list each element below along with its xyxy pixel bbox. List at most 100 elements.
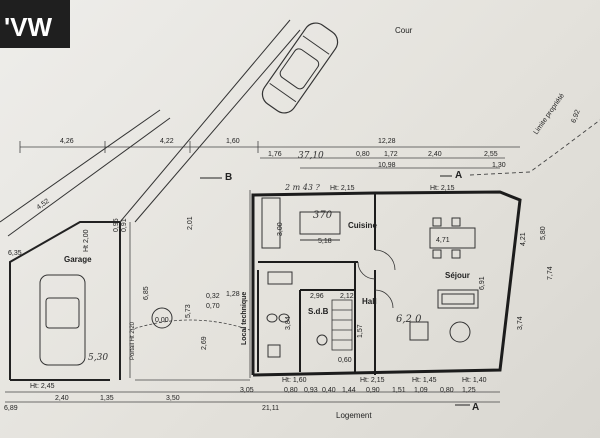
dim-right-5: 3,74	[517, 316, 524, 330]
dim-right-2: 5,80	[540, 226, 547, 240]
dining-table	[429, 217, 476, 259]
dim-bottom-left: 6,89	[4, 405, 18, 412]
dim-left-2: 6,35	[8, 250, 22, 257]
dim-left-1: 4,52	[36, 198, 51, 212]
label-sdb: S.d.B	[308, 307, 329, 316]
dim-interior-11: 0,60	[338, 357, 352, 364]
dim-top-9: 2,55	[484, 151, 498, 158]
dim-right-6: 6,91	[479, 276, 486, 290]
dim-ht-2: Ht: 2,15	[430, 185, 455, 192]
handwritten-note-1: 37,10	[298, 151, 324, 161]
label-garage: Garage	[64, 255, 92, 264]
house-outer-walls	[251, 190, 522, 377]
logo: 'VW	[4, 12, 53, 42]
top-dimension-lines	[19, 141, 520, 169]
gate-area	[129, 190, 251, 381]
dim-left-10: 0,95	[113, 218, 120, 232]
ht-bottom-1: Ht: 1,60	[282, 377, 307, 384]
dim-bottom-total: 21,11	[262, 405, 279, 412]
ht-bottom-4: Ht: 1,40	[462, 377, 487, 384]
dim-interior-10: 1,57	[357, 324, 364, 338]
dim-top-6: 0,80	[356, 151, 370, 158]
dim-bottom-8: 0,40	[322, 387, 336, 394]
dim-right-1: 6,92	[570, 109, 581, 124]
dim-interior-6: 2,96	[310, 293, 324, 300]
label-limite-propriete: Limite propriété	[533, 92, 566, 136]
dim-interior-3: 3,00	[277, 222, 284, 236]
dim-ht-1: Ht: 2,15	[330, 185, 355, 192]
dim-top-10: 10,98	[378, 162, 396, 169]
label-logement: Logement	[336, 411, 372, 420]
dim-bottom-13: 0,80	[440, 387, 454, 394]
dim-left-9: 2,69	[201, 336, 208, 350]
coffee-table	[449, 321, 471, 343]
label-portail: Portail Ht 2,20	[130, 321, 136, 360]
dim-left-11: 0,91	[121, 218, 128, 232]
label-hall: Hall	[362, 297, 377, 306]
dim-left-4: 2,01	[187, 216, 194, 230]
dim-bottom-2: 2,40	[55, 395, 69, 402]
bathroom-fixtures	[266, 313, 328, 358]
label-cuisine: Cuisine	[348, 221, 377, 230]
handwritten-note-3: 2 m 43 ?	[284, 183, 320, 192]
section-marker-a-bottom: A	[472, 402, 479, 413]
house-interior-walls	[257, 193, 376, 375]
garage-car-icon	[39, 274, 86, 366]
dim-bottom-5: 3,05	[240, 387, 254, 394]
label-ht-garage: Ht 2,00	[83, 229, 90, 252]
dim-right-4: 7,74	[547, 266, 554, 280]
dim-top-5: 1,76	[268, 151, 282, 158]
car-icon	[261, 22, 339, 114]
bathtub-icon	[267, 271, 293, 285]
dim-interior-8: 2,12	[340, 293, 354, 300]
handwritten-note-2: 5,30	[88, 353, 108, 363]
ht-bottom-3: Ht: 1,45	[412, 377, 437, 384]
diagonal-wall-lines	[0, 19, 301, 237]
dim-bottom-1: Ht: 2,45	[30, 383, 55, 390]
dim-interior-9: 3,84	[285, 316, 292, 330]
handwritten-cuisine-area: 370	[313, 210, 333, 221]
section-marker-a-top: A	[455, 170, 462, 181]
sofa	[437, 289, 479, 309]
dim-bottom-6: 0,80	[284, 387, 298, 394]
dim-bottom-4: 3,50	[166, 395, 180, 402]
label-cour: Cour	[395, 26, 413, 35]
dim-bottom-10: 0,90	[366, 387, 380, 394]
dim-right-3: 4,21	[520, 232, 527, 246]
bottom-dimension-lines	[5, 391, 500, 403]
dim-top-8: 2,40	[428, 151, 442, 158]
dim-top-2: 4,22	[160, 138, 174, 145]
property-limit-line	[469, 119, 600, 176]
dim-top-11: 1,30	[492, 162, 506, 169]
dim-bottom-14: 1,25	[462, 387, 476, 394]
dim-left-7: 5,73	[185, 304, 192, 318]
dim-left-5: 0,32	[206, 293, 220, 300]
staircase	[331, 299, 353, 351]
level-marker	[151, 307, 173, 329]
dim-top-3: 1,60	[226, 138, 240, 145]
circle-label-000: 0,00	[155, 317, 169, 324]
armchair	[409, 321, 429, 341]
section-marker-b: B	[225, 172, 232, 183]
logo-background	[0, 0, 70, 48]
label-local-technique: Local technique	[241, 292, 248, 345]
dim-bottom-7: 0,93	[304, 387, 318, 394]
door-arcs	[357, 249, 396, 309]
label-sejour: Séjour	[445, 271, 470, 280]
dim-top-7: 1,72	[384, 151, 398, 158]
dim-sejour-table: 4,71	[436, 237, 450, 244]
kitchen-counter	[261, 197, 341, 249]
dim-top-1: 4,26	[60, 138, 74, 145]
dim-left-3: 6,85	[143, 286, 150, 300]
dim-left-8: 1,28	[226, 291, 240, 298]
dim-bottom-9: 1,44	[342, 387, 356, 394]
dim-cuisine: 5,18	[318, 238, 332, 245]
garage-outline	[9, 221, 121, 381]
dim-bottom-12: 1,09	[414, 387, 428, 394]
dim-left-6: 0,70	[206, 303, 220, 310]
ht-bottom-2: Ht: 2,15	[360, 377, 385, 384]
dim-bottom-3: 1,35	[100, 395, 114, 402]
dim-top-4: 12,28	[378, 138, 396, 145]
